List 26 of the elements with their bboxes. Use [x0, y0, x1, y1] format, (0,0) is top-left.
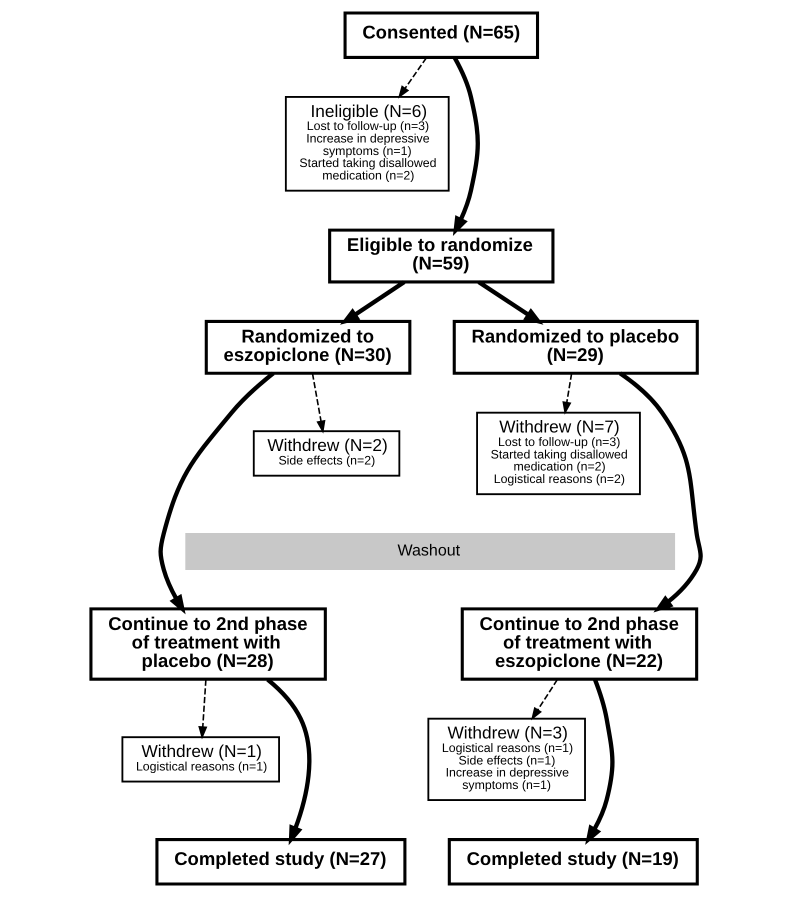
node-box: Withdrew (N=7) Lost to follow-up (n=3) Started taking disallowed medication (n=2) Logistical reasons (n=2): [476, 412, 640, 496]
arrow: [311, 374, 325, 434]
arrow: [530, 679, 558, 720]
arrow: [266, 678, 311, 846]
node-box: Completed study (N=27): [154, 838, 406, 886]
node-box: Randomized to placebo (N=29): [452, 320, 698, 375]
node-box: Completed study (N=19): [447, 838, 698, 886]
arrow: [198, 680, 207, 740]
arrow: [340, 280, 405, 325]
node-box: Consented (N=65): [343, 11, 539, 59]
arrow: [477, 280, 543, 325]
arrow: [397, 57, 426, 99]
node-box: Withdrew (N=3) Logistical reasons (n=1) Side effects (n=1) Increase in depressive symptoms (n=1): [426, 718, 586, 802]
node-box: Continue to 2nd phase of treatment with eszopiclone (N=22): [460, 607, 698, 681]
arrow: [584, 678, 614, 845]
node-box: Withdrew (N=1) Logistical reasons (n=1): [120, 736, 280, 783]
node-box: Randomized to eszopiclone (N=30): [204, 320, 411, 375]
arrow: [618, 372, 702, 612]
arrow: [452, 56, 480, 236]
node-box: Washout: [184, 533, 675, 570]
node-box: Eligible to randomize (N=59): [328, 228, 554, 284]
node-box: Ineligible (N=6) Lost to follow-up (n=3) Increase in depressive symptoms (n=1) Started taking disallowed medication (n=2): [284, 96, 450, 192]
node-box: Withdrew (N=2) Side effects (n=2): [252, 430, 400, 477]
node-box: Continue to 2nd phase of treatment with placebo (N=28): [88, 607, 326, 681]
arrow: [562, 374, 572, 415]
arrow: [158, 372, 274, 614]
